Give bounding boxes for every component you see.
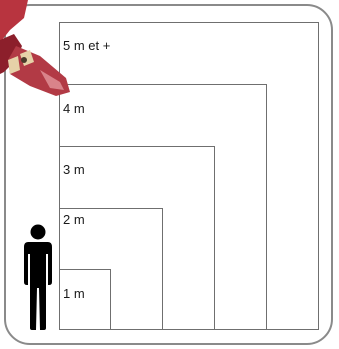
ground-line	[59, 329, 319, 330]
partial-figure-illustration	[0, 0, 75, 100]
label-1m: 1 m	[63, 286, 85, 301]
person-silhouette-icon	[22, 224, 54, 330]
label-3m: 3 m	[63, 162, 85, 177]
label-4m: 4 m	[63, 101, 85, 116]
label-2m: 2 m	[63, 212, 85, 227]
